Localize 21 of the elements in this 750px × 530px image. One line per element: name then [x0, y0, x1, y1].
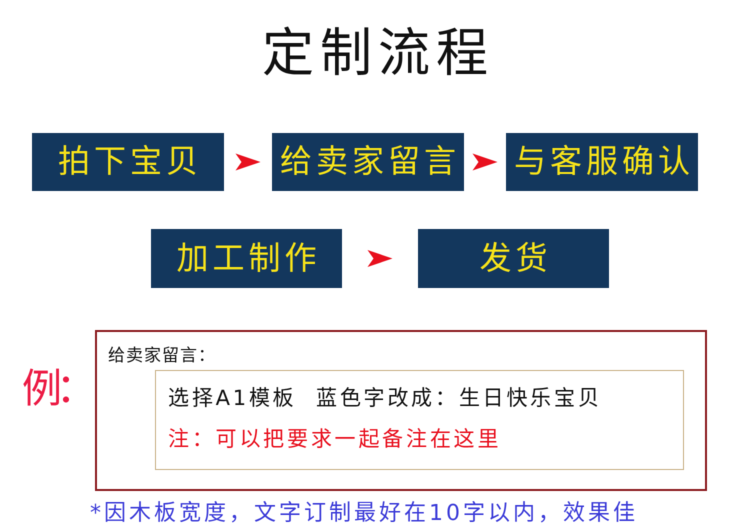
- arrow: [472, 154, 498, 170]
- arrow: [368, 250, 392, 267]
- example-mark: 例：: [22, 368, 90, 410]
- step-label: 发货: [478, 242, 552, 276]
- message-heading: 给卖家留言：: [108, 347, 216, 366]
- step-label: 给卖家留言: [279, 145, 460, 179]
- arrow: [236, 154, 260, 170]
- process-box: [151, 229, 342, 288]
- process-box: [272, 133, 464, 191]
- process-box: [506, 133, 698, 191]
- process-box: [418, 229, 609, 288]
- process-box: [32, 133, 224, 191]
- diagram-title: 定制流程: [261, 28, 494, 80]
- note-text: 注：可以把要求一起备注在这里: [168, 428, 502, 452]
- step-label: 与客服确认: [513, 145, 694, 179]
- message-box: [155, 370, 684, 470]
- example-message: 选择A1模板 蓝色字改成：生日快乐宝贝: [168, 387, 602, 410]
- step-label: 拍下宝贝: [57, 145, 202, 179]
- step-label: 加工制作: [176, 242, 320, 276]
- footnote: *因木板宽度，文字订制最好在10字以内，效果佳: [90, 502, 638, 526]
- message-frame: [95, 330, 707, 491]
